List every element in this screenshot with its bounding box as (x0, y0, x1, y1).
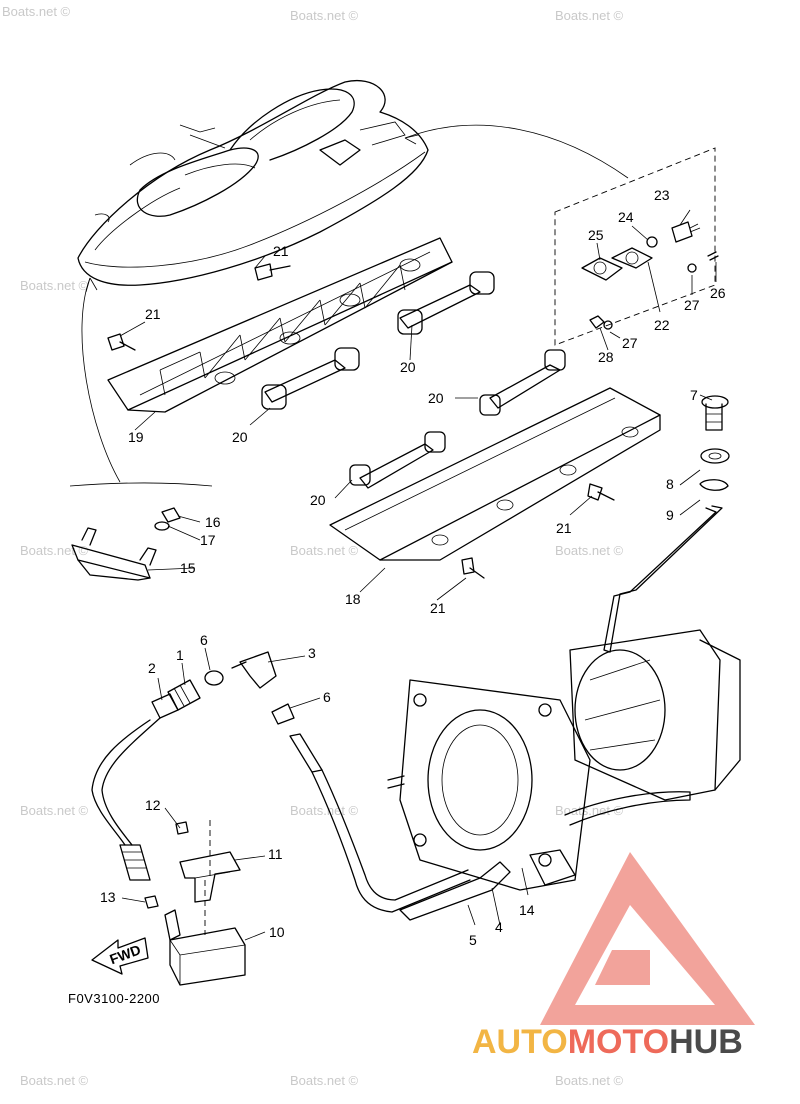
logo-text-hub: HUB (669, 1023, 743, 1061)
drain-fitting-group-frame (554, 147, 716, 346)
part-label-21b: 21 (145, 306, 161, 322)
part-label-23: 23 (654, 187, 670, 203)
part-label-5: 5 (469, 932, 477, 948)
leader-lines (119, 209, 717, 941)
part-label-16: 16 (205, 514, 221, 530)
part-label-28: 28 (598, 349, 614, 365)
part-label-22: 22 (654, 317, 670, 333)
part-label-18: 18 (345, 591, 361, 607)
bolts (107, 263, 615, 579)
hose-fittings (91, 651, 511, 921)
part-label-21a: 21 (273, 243, 289, 259)
reference-line (404, 124, 629, 179)
part-label-13: 13 (100, 889, 116, 905)
part-label-7: 7 (690, 387, 698, 403)
part-label-27b: 27 (622, 335, 638, 351)
part-label-20c: 20 (428, 390, 444, 406)
part-label-19: 19 (128, 429, 144, 445)
watermark: Boats.net © (290, 803, 359, 818)
part-label-8: 8 (666, 476, 674, 492)
part-label-25: 25 (588, 227, 604, 243)
bracket-15-assembly (71, 507, 181, 581)
watermarks: Boats.net © Boats.net © Boats.net © Boat… (2, 4, 624, 1088)
water-box-assembly (144, 820, 246, 986)
fwd-label: FWD (107, 941, 142, 967)
bracket (397, 271, 495, 335)
part-label-27a: 27 (684, 297, 700, 313)
watercraft-illustration (77, 80, 429, 286)
automotohub-logo: AUTOMOTOHUB (472, 852, 755, 1061)
part-labels: 1 2 3 4 5 6 6 7 8 9 10 11 12 13 14 15 16… (100, 187, 726, 948)
part-label-20a: 20 (400, 359, 416, 375)
brackets (261, 271, 566, 489)
bracket (261, 347, 360, 410)
watermark: Boats.net © (290, 8, 359, 23)
watermark: Boats.net © (290, 543, 359, 558)
watermark: Boats.net © (555, 8, 624, 23)
reference-arrow (81, 277, 121, 483)
drain-fittings (581, 221, 719, 330)
part-label-2: 2 (148, 660, 156, 676)
logo-text-auto: AUTO (472, 1023, 568, 1061)
watermark: Boats.net © (555, 803, 624, 818)
sponson-left (107, 237, 453, 413)
part-label-26: 26 (710, 285, 726, 301)
logo-text-moto: MOTO (568, 1023, 669, 1061)
part-label-21d: 21 (430, 600, 446, 616)
bracket (479, 349, 566, 416)
part-label-21c: 21 (556, 520, 572, 536)
part-label-14: 14 (519, 902, 535, 918)
bracket-group-frame (69, 482, 213, 487)
watermark: Boats.net © (2, 4, 71, 19)
drain-plug-assembly (603, 395, 730, 653)
logo-triangle-mark (540, 852, 755, 1025)
part-label-9: 9 (666, 507, 674, 523)
part-label-3: 3 (308, 645, 316, 661)
watermark: Boats.net © (20, 543, 89, 558)
watermark: Boats.net © (20, 803, 89, 818)
part-label-17: 17 (200, 532, 216, 548)
part-label-20d: 20 (310, 492, 326, 508)
part-label-20b: 20 (232, 429, 248, 445)
watermark: Boats.net © (20, 278, 89, 293)
part-label-24: 24 (618, 209, 634, 225)
sponson-right (329, 387, 661, 561)
logo-text: AUTOMOTOHUB (472, 1023, 743, 1061)
watermark: Boats.net © (555, 543, 624, 558)
watermark: Boats.net © (290, 1073, 359, 1088)
part-label-12: 12 (145, 797, 161, 813)
part-label-6b: 6 (323, 689, 331, 705)
part-label-6: 6 (200, 632, 208, 648)
bracket (349, 431, 446, 489)
part-label-15: 15 (180, 560, 196, 576)
part-label-1: 1 (176, 647, 184, 663)
diagram-code: F0V3100-2200 (68, 991, 160, 1006)
part-label-4: 4 (495, 919, 503, 935)
watermark: Boats.net © (555, 1073, 624, 1088)
part-label-11: 11 (268, 846, 283, 862)
watermark: Boats.net © (20, 1073, 89, 1088)
fwd-direction-indicator: FWD (91, 937, 149, 975)
pump-housing (387, 629, 741, 891)
part-label-10: 10 (269, 924, 285, 940)
